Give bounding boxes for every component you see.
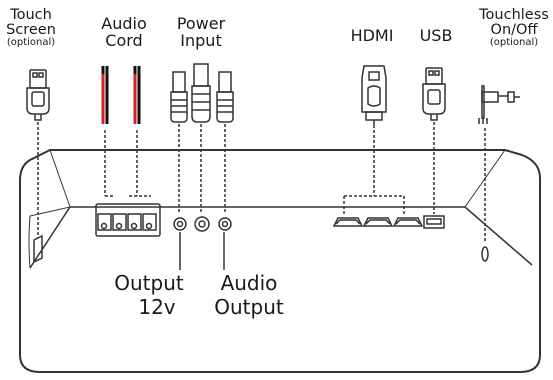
label-touch-screen-note: (optional)	[6, 37, 56, 49]
device-front-panel-top	[28, 206, 71, 269]
label-touchless-line2: On/Off	[490, 22, 538, 39]
audio-output-port-icon	[218, 217, 232, 231]
label-audio-cord: Audio Cord	[92, 14, 156, 50]
label-power-input-line2: Input	[180, 30, 222, 50]
touch-screen-port-icon	[33, 234, 43, 264]
hdmi-port-icon	[332, 217, 364, 227]
device-front-panel	[29, 206, 533, 269]
audio-terminal-block-icon	[95, 203, 161, 237]
power-input-port-icon	[194, 216, 210, 232]
device-body	[19, 149, 541, 373]
hdmi-port-icon	[392, 217, 424, 227]
power-input-plug-icon	[191, 63, 211, 123]
label-audio-output-line1: Audio	[220, 271, 278, 295]
label-touchless-note: (optional)	[489, 37, 539, 49]
label-output-12v: Output 12v	[108, 271, 190, 319]
label-touchless: Touchless On/Off (optional)	[474, 7, 553, 49]
label-hdmi: HDMI	[350, 26, 394, 45]
hdmi-port-icon	[362, 217, 394, 227]
label-audio-output: Audio Output	[206, 271, 292, 319]
touchless-port-icon	[481, 246, 489, 262]
label-touch-screen-line1: Touch	[10, 7, 52, 23]
usb-connector-icon	[422, 67, 446, 121]
touchless-connector-icon	[478, 85, 520, 124]
audio-cord-icon	[101, 66, 141, 124]
label-touch-screen: Touch Screen (optional)	[0, 7, 62, 49]
audio-output-plug-icon	[216, 71, 234, 123]
touch-screen-connector-icon	[26, 69, 50, 121]
label-power-input: Power Input	[168, 14, 234, 50]
label-audio-output-line2: Output	[214, 295, 284, 319]
label-power-input-line1: Power	[176, 14, 226, 33]
label-audio-cord-line1: Audio	[101, 14, 147, 33]
label-output-12v-line1: Output	[114, 271, 184, 295]
hdmi-connector-icon	[361, 65, 387, 128]
label-touchless-line1: Touchless	[479, 7, 549, 23]
usb-port-icon	[423, 215, 445, 229]
label-audio-cord-line2: Cord	[105, 30, 143, 50]
label-output-12v-line2: 12v	[138, 295, 176, 319]
output-12v-port-icon	[173, 217, 187, 231]
label-usb: USB	[419, 26, 453, 45]
label-touch-screen-line2: Screen	[6, 22, 56, 39]
output-12v-plug-icon	[170, 71, 188, 123]
